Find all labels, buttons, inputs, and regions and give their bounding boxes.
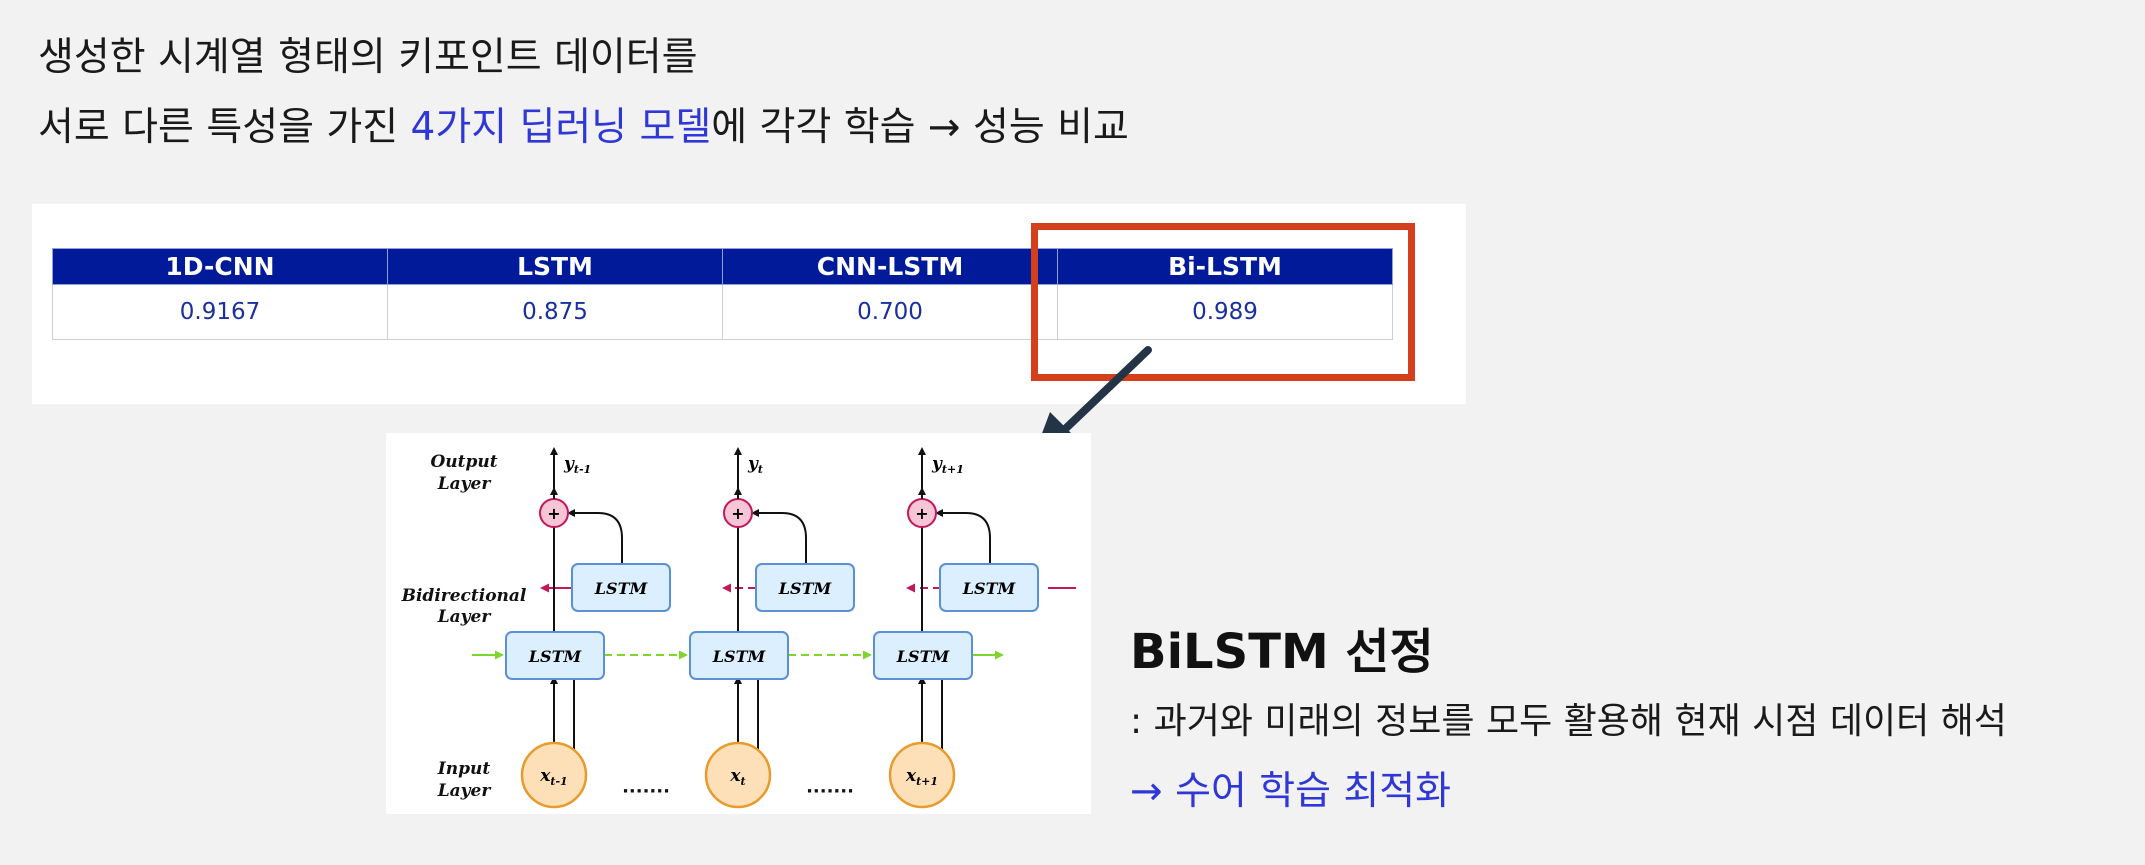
- forward-lstm-cell-2-label: LSTM: [712, 647, 767, 666]
- input-node-1: [520, 741, 588, 809]
- input-ellipsis-1: ·······: [622, 781, 670, 802]
- backward-lstm-cell-1-label: LSTM: [594, 579, 649, 598]
- input-node-2: [704, 741, 772, 809]
- results-header-row: 1D-CNN LSTM CNN-LSTM Bi-LSTM: [52, 248, 1393, 285]
- input-node-3-label: xt+1: [905, 766, 938, 788]
- intro-line-2-start: 서로 다른 특성을 가진: [38, 105, 411, 150]
- forward-lstm-cell-1-label: LSTM: [528, 647, 583, 666]
- selection-description: : 과거와 미래의 정보를 모두 활용해 현재 시점 데이터 해석: [1130, 701, 2007, 742]
- intro-highlight-models: 4가지 딥러닝 모델: [410, 105, 712, 150]
- backward-lstm-cell-3-label: LSTM: [962, 579, 1017, 598]
- output-label-1: yt-1: [563, 454, 591, 476]
- plus-node-1-symbol: +: [547, 504, 560, 523]
- bi-lstm-highlight-box: [1031, 223, 1415, 381]
- forward-lstm-cell-2: [689, 631, 789, 680]
- bilstm-diagram-canvas: Output Layer Bidirectional Layer Input L…: [401, 447, 1076, 809]
- backward-lstm-cell-1: [571, 563, 671, 612]
- header-lstm: LSTM: [387, 248, 723, 285]
- timestep-column-2: xt LSTM LSTM + yt: [689, 447, 855, 809]
- forward-lstm-cell-3-label: LSTM: [896, 647, 951, 666]
- intro-line-2: 서로 다른 특성을 가진 4가지 딥러닝 모델에 각각 학습 → 성능 비교: [38, 96, 1129, 152]
- output-layer-label-2: Layer: [437, 474, 492, 494]
- forward-lstm-cell-1: [505, 631, 605, 680]
- input-ellipsis-2: ·······: [806, 781, 854, 802]
- input-node-1-label: xt-1: [539, 766, 567, 788]
- input-node-3: [888, 741, 956, 809]
- backward-lstm-cell-2-label: LSTM: [778, 579, 833, 598]
- results-table: 1D-CNN LSTM CNN-LSTM Bi-LSTM 0.9167 0.87…: [52, 248, 1393, 340]
- timestep-column-1: xt-1 LSTM LSTM + yt-1: [505, 447, 671, 809]
- header-cnn-lstm: CNN-LSTM: [722, 248, 1058, 285]
- backward-lstm-cell-3: [939, 563, 1039, 612]
- input-layer-label-1: Input: [437, 759, 491, 779]
- bidirectional-layer-label-1: Bidirectional: [401, 586, 527, 606]
- value-cnn-lstm: 0.700: [722, 284, 1058, 340]
- results-table-panel: 1D-CNN LSTM CNN-LSTM Bi-LSTM 0.9167 0.87…: [32, 204, 1466, 404]
- output-label-3: yt+1: [931, 454, 964, 476]
- intro-line-2-end: 에 각각 학습 → 성능 비교: [711, 105, 1129, 150]
- selection-result: → 수어 학습 최적화: [1130, 769, 1452, 814]
- timestep-column-3: xt+1 LSTM LSTM + yt+1: [873, 447, 1039, 809]
- output-label-2: yt: [747, 454, 763, 476]
- bidirectional-layer-label-2: Layer: [437, 607, 492, 627]
- plus-node-2-symbol: +: [731, 504, 744, 523]
- bilstm-diagram: Output Layer Bidirectional Layer Input L…: [386, 433, 1091, 814]
- value-1d-cnn: 0.9167: [52, 284, 388, 340]
- forward-lstm-cell-3: [873, 631, 973, 680]
- selection-title: BiLSTM 선정: [1130, 624, 1434, 680]
- value-lstm: 0.875: [387, 284, 723, 340]
- output-layer-label-1: Output: [430, 452, 497, 472]
- plus-node-3-symbol: +: [915, 504, 928, 523]
- header-1d-cnn: 1D-CNN: [52, 248, 388, 285]
- backward-lstm-cell-2: [755, 563, 855, 612]
- results-value-row: 0.9167 0.875 0.700 0.989: [52, 284, 1393, 340]
- input-node-2-label: xt: [729, 766, 745, 788]
- input-layer-label-2: Layer: [437, 781, 492, 801]
- value-bi-lstm: 0.989: [1057, 284, 1393, 340]
- intro-line-1: 생성한 시계열 형태의 키포인트 데이터를: [38, 35, 698, 80]
